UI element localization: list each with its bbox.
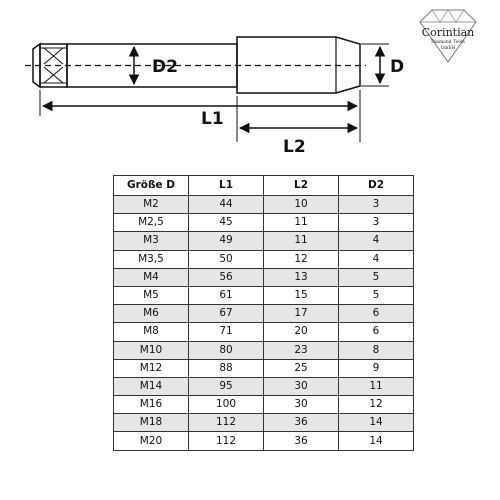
cell-l1: 56 <box>188 267 264 287</box>
cell-d2: 4 <box>338 249 414 269</box>
cell-l1: 61 <box>188 285 264 306</box>
cell-l2: 11 <box>263 231 339 251</box>
cell-size: M6 <box>113 304 189 324</box>
cell-d2: 11 <box>338 376 414 397</box>
cell-l2: 20 <box>263 322 339 342</box>
cell-l2: 30 <box>263 395 339 415</box>
table-row: M2 44 10 3 <box>113 194 414 215</box>
cell-size: M3 <box>113 231 189 251</box>
logo-line2: Diamond Tools <box>431 39 465 45</box>
cell-size: M20 <box>113 431 189 451</box>
cell-l1: 49 <box>188 231 264 251</box>
l1-label: L1 <box>201 109 224 129</box>
cell-l2: 11 <box>263 213 339 233</box>
cell-l2: 13 <box>263 267 339 287</box>
cell-l2: 10 <box>263 194 339 215</box>
cell-l1: 67 <box>188 304 264 324</box>
cell-size: M4 <box>113 267 189 287</box>
cell-d2: 3 <box>338 213 414 233</box>
table-row: M3 49 11 4 <box>113 231 414 251</box>
cell-size: M2 <box>113 194 189 215</box>
cell-l1: 100 <box>188 395 264 415</box>
cell-l1: 80 <box>188 340 264 360</box>
d-label: D <box>390 57 404 77</box>
cell-d2: 3 <box>338 194 414 215</box>
table-row: M18 112 36 14 <box>113 413 414 433</box>
cell-d2: 14 <box>338 413 414 433</box>
cell-l1: 112 <box>188 431 264 451</box>
cell-size: M10 <box>113 340 189 360</box>
cell-size: M2,5 <box>113 213 189 233</box>
cell-l1: 50 <box>188 249 264 269</box>
cell-l1: 71 <box>188 322 264 342</box>
d2-label: D2 <box>152 57 178 77</box>
cell-size: M5 <box>113 285 189 306</box>
table-row: M5 61 15 5 <box>113 285 414 306</box>
logo-brand: Corintian <box>422 26 474 39</box>
table-row: M14 95 30 11 <box>113 376 414 397</box>
cell-l1: 95 <box>188 376 264 397</box>
cell-size: M12 <box>113 358 189 378</box>
header-size: Größe D <box>113 175 189 196</box>
cell-l2: 12 <box>263 249 339 269</box>
table-row: M3,5 50 12 4 <box>113 249 414 269</box>
table-row: M20 112 36 14 <box>113 431 414 451</box>
cell-d2: 8 <box>338 340 414 360</box>
l2-label: L2 <box>283 137 306 157</box>
tool-drawing: D2 D L1 L2 Corintian Diamond Tools GmbH <box>25 9 477 157</box>
cell-d2: 4 <box>338 231 414 251</box>
header-d2: D2 <box>338 175 414 196</box>
table-header-row: Größe D L1 L2 D2 <box>113 175 414 196</box>
cell-l1: 112 <box>188 413 264 433</box>
table-row: M16 100 30 12 <box>113 395 414 415</box>
cell-l1: 44 <box>188 194 264 215</box>
cell-d2: 14 <box>338 431 414 451</box>
header-l2: L2 <box>263 175 339 196</box>
table-row: M8 71 20 6 <box>113 322 414 342</box>
corintian-logo: Corintian Diamond Tools GmbH <box>419 9 477 63</box>
cell-size: M3,5 <box>113 249 189 269</box>
table-row: M12 88 25 9 <box>113 358 414 378</box>
diamond-icon <box>419 9 477 63</box>
cell-l2: 17 <box>263 304 339 324</box>
cell-d2: 6 <box>338 322 414 342</box>
cell-l2: 36 <box>263 431 339 451</box>
cell-d2: 12 <box>338 395 414 415</box>
cell-size: M18 <box>113 413 189 433</box>
cell-l2: 23 <box>263 340 339 360</box>
cell-d2: 9 <box>338 358 414 378</box>
cell-size: M14 <box>113 376 189 397</box>
logo-line3: GmbH <box>441 45 456 51</box>
table-row: M10 80 23 8 <box>113 340 414 360</box>
cell-l1: 45 <box>188 213 264 233</box>
cell-l2: 30 <box>263 376 339 397</box>
cell-l2: 15 <box>263 285 339 306</box>
table-row: M6 67 17 6 <box>113 304 414 324</box>
cell-d2: 5 <box>338 267 414 287</box>
cell-size: M8 <box>113 322 189 342</box>
cell-l2: 25 <box>263 358 339 378</box>
table-row: M2,5 45 11 3 <box>113 213 414 233</box>
cell-size: M16 <box>113 395 189 415</box>
cell-l2: 36 <box>263 413 339 433</box>
cell-l1: 88 <box>188 358 264 378</box>
cell-d2: 5 <box>338 285 414 306</box>
header-l1: L1 <box>188 175 264 196</box>
size-table: Größe D L1 L2 D2 M2 44 10 3 M2,5 45 11 3… <box>113 175 414 451</box>
table-row: M4 56 13 5 <box>113 267 414 287</box>
cell-d2: 6 <box>338 304 414 324</box>
